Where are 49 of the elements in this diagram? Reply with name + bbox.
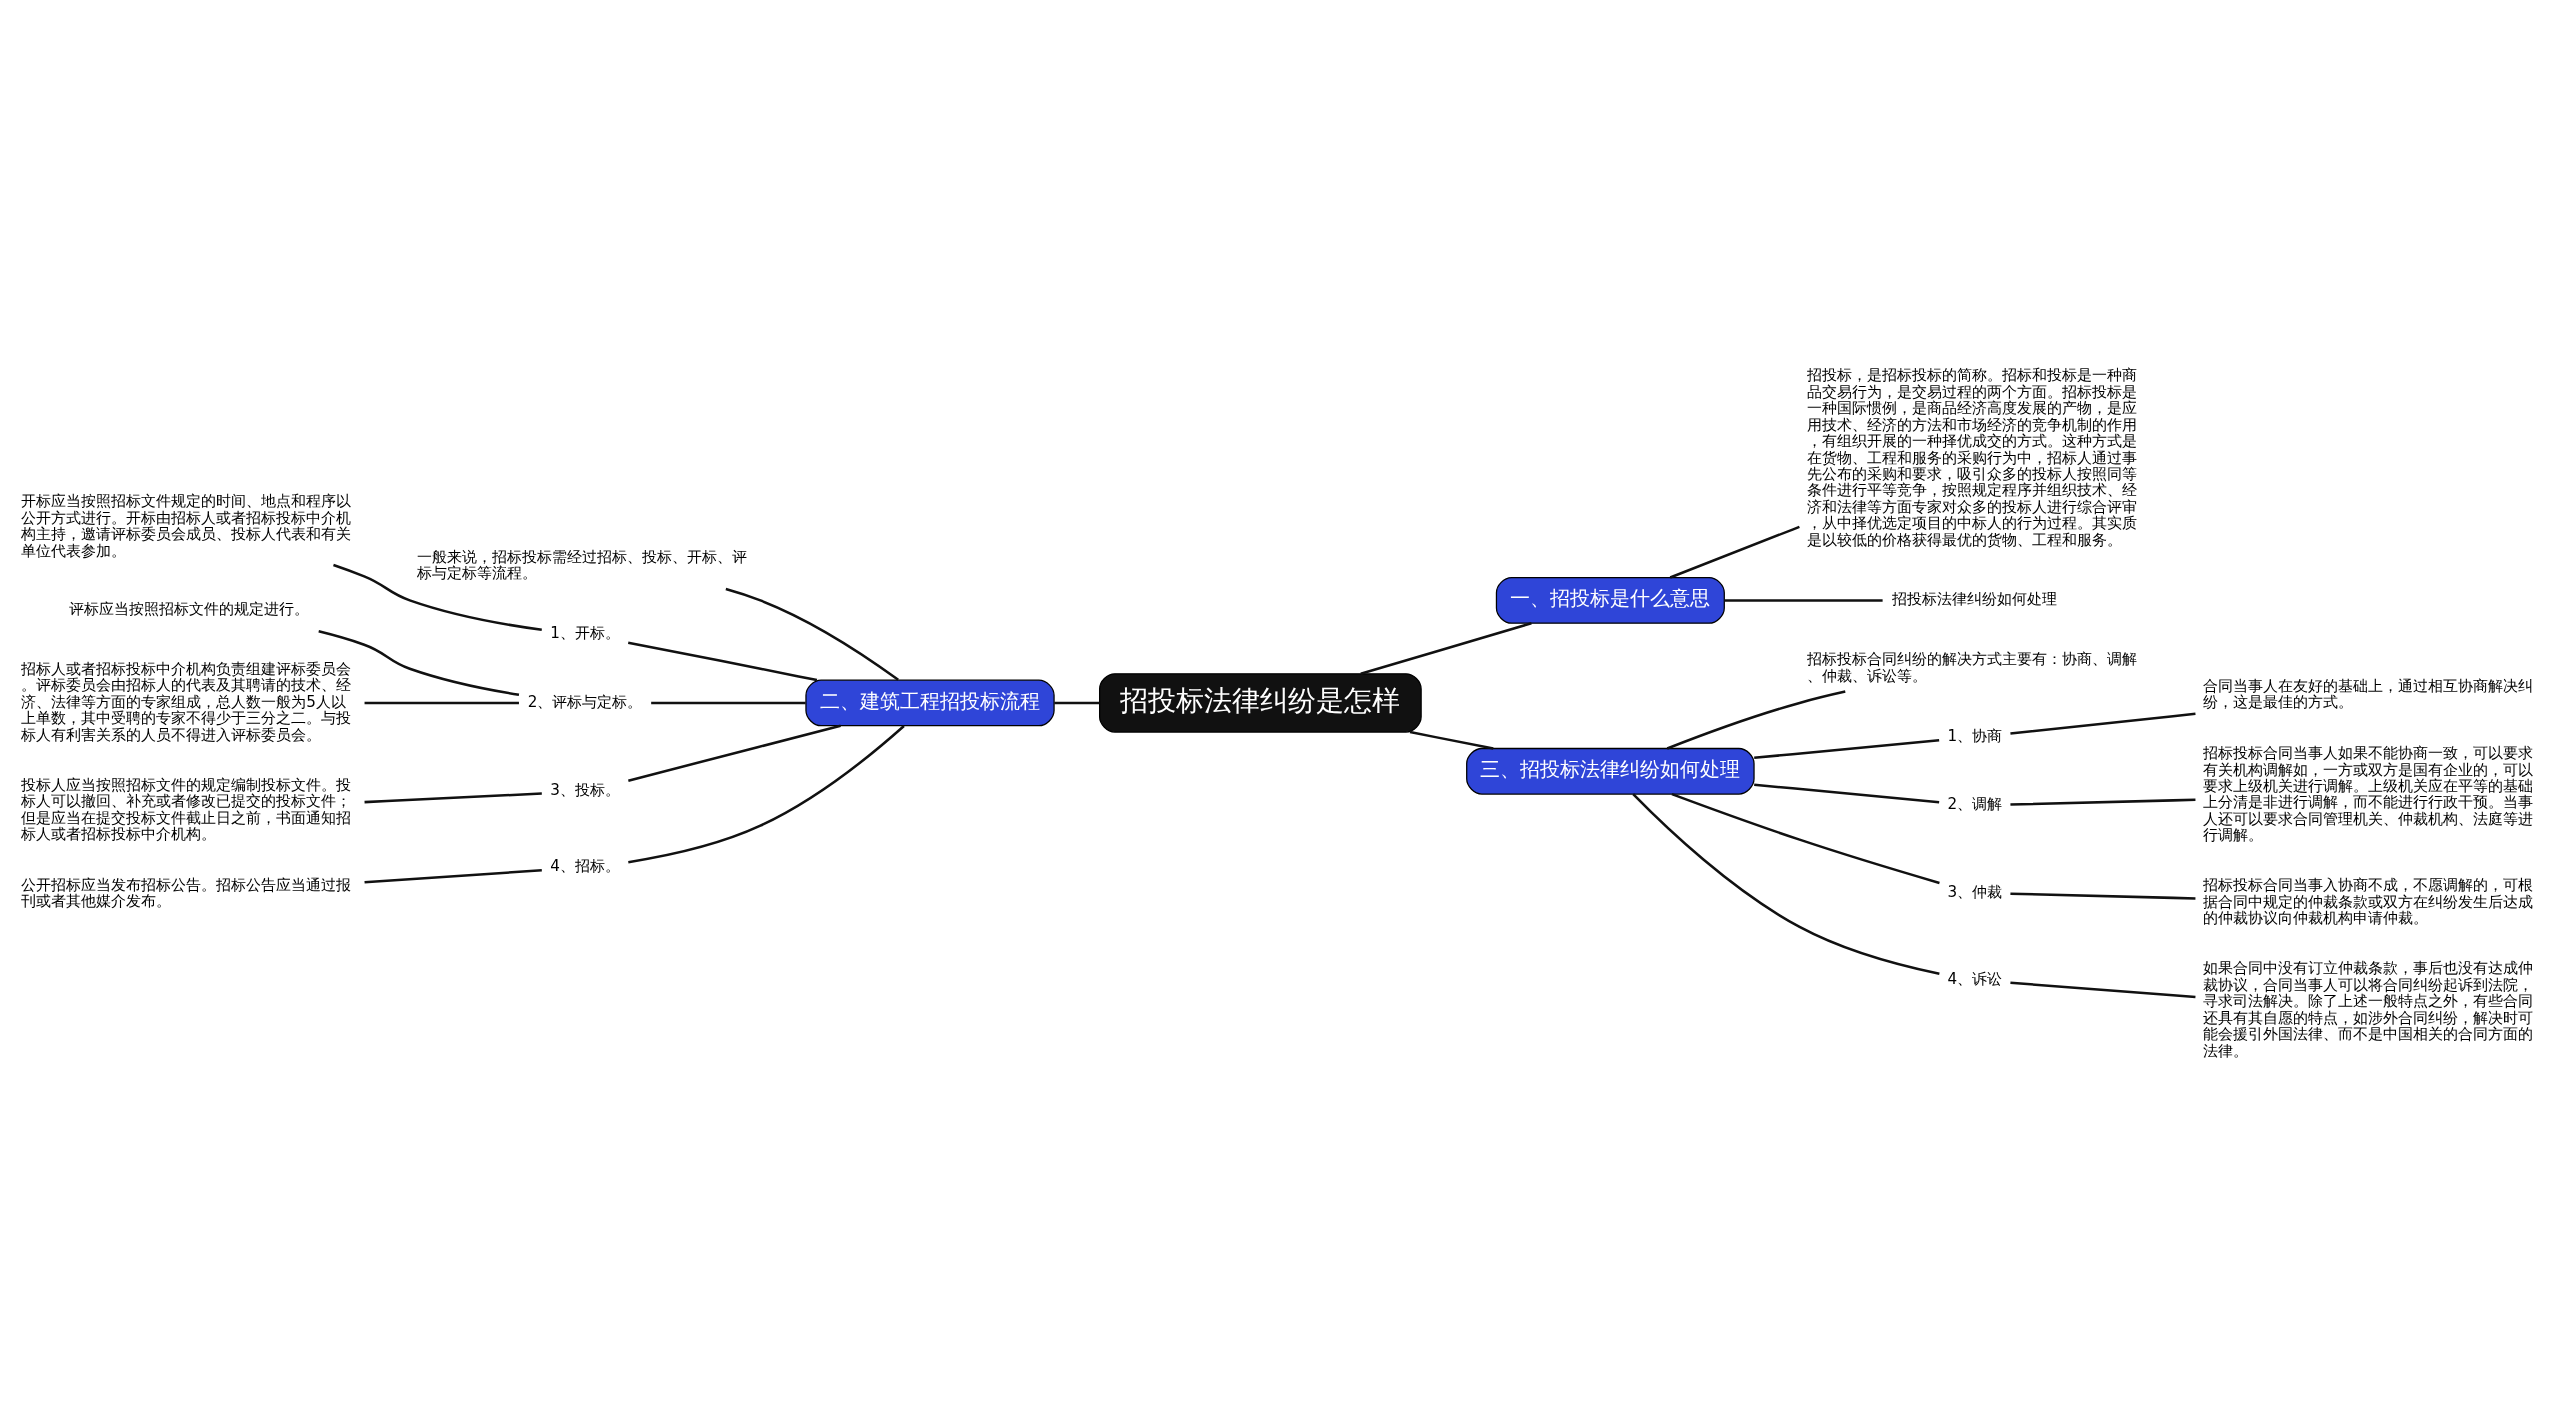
connector (627, 640, 818, 681)
connector (1724, 598, 1883, 602)
node-text: 招投标，是招标投标的简称。招标和投标是一种商品交易行为，是交易过程的两个方面。招标投标是一种国际惯例，是商品经济高度发展的产物，是应用技术、经济的方法和市场经济的竞争机制的作用，有组织开展的一种择优成交的方式。这种方式是在货物、工程和服务的采购行为中，招标人通过事先公布的采购和要求，吸引众多的投标人按照同等条件进行平等竞争，按照规定程序并组织技术、经济和法律等方面专家对众多的投标人进行综合评审，从中择优选定项目的中标人的行为过程。其实质是以较低的价格获得最优的货物、工程和服务。 (1807, 365, 2138, 549)
node-text: 招标投标合同当事人如果不能协商一致，可以要求有关机构调解如，一方或双方是国有企业的，可以要求上级机关进行调解。上级机关应在平等的基础上分清是非进行调解，而不能进行行政干预。当事人还可以要求合同管理机关、仲裁机构、法庭等进行调解。 (2203, 743, 2534, 844)
connector (1632, 792, 1940, 975)
node-text: 招标人或者招标投标中介机构负责组建评标委员会。评标委员会由招标人的代表及其聘请的技术、经济、法律等方面的专家组成，总人数一般为5人以上单数，其中受聘的专家不得少于三分之二。与投标人有利害关系的人员不得进入评标委员会。 (21, 659, 352, 744)
node-text: 招标投标合同纠纷的解决方式主要有：协商、调解、仲裁、诉讼等。 (1807, 649, 2138, 685)
node-text: 4、招标。 (550, 856, 620, 875)
connector (1409, 730, 1494, 750)
node-text: 3、仲裁 (1947, 882, 2003, 901)
connector (628, 724, 905, 863)
connector (1054, 701, 1100, 704)
node-text: 投标人应当按照招标文件的规定编制投标文件。投标人可以撤回、补充或者修改已提交的投标文件；但是应当在提交投标文件截止日之前，书面通知招标人或者招标投标中介机构。 (21, 775, 352, 843)
connector (364, 791, 542, 803)
connector (2010, 798, 2196, 806)
connector (364, 701, 519, 704)
node-text: 3、投标。 (550, 780, 620, 799)
node-box: 三、招投标法律纠纷如何处理 (1466, 747, 1755, 795)
node-text: 2、调解 (1947, 794, 2003, 813)
connector (651, 701, 806, 704)
connector (318, 629, 520, 696)
connector (364, 868, 542, 884)
node-box: 一、招投标是什么意思 (1495, 576, 1725, 624)
node-text: 公开招标应当发布招标公告。招标公告应当通过报刊或者其他媒介发布。 (21, 875, 352, 910)
node-text: 1、开标。 (550, 624, 620, 642)
node-text: 4、诉讼 (1947, 969, 2003, 988)
connector (2010, 712, 2196, 735)
node-text: 2、评标与定标。 (527, 692, 643, 711)
node-text: 1、协商 (1947, 726, 2003, 745)
node-text: 一般来说，招标投标需经过招标、投标、开标、评标与定标等流程。 (417, 547, 748, 582)
node-text: 如果合同中没有订立仲裁条款，事后也没有达成仲裁协议，合同当事人可以将合同纠纷起诉到法院，寻求司法解决。除了上述一般特点之外，有些合同还具有其自愿的特点，如涉外合同纠纷，解决时可能会援引外国法律、而不是中国相关的合同方面的法律。 (2203, 958, 2534, 1060)
node-box: 招投标法律纠纷是怎样 (1099, 672, 1422, 733)
connector (1669, 525, 1800, 579)
node-text: 评标应当按照招标文件的规定进行。 (68, 599, 309, 618)
connector (1754, 738, 1940, 759)
node-text: 开标应当按照招标文件规定的时间、地点和程序以公开方式进行。开标由招标人或者招标投标中介机构主持，邀请评标委员会成员、投标人代表和有关单位代表参加。 (21, 491, 352, 560)
connector (333, 563, 542, 631)
connector (2010, 891, 2196, 900)
node-text: 合同当事人在友好的基础上，通过相互协商解决纠纷，这是最佳的方式。 (2203, 676, 2534, 711)
connector (1671, 792, 1940, 884)
connector (628, 724, 841, 782)
connector (1754, 782, 1940, 803)
node-box: 二、建筑工程招投标流程 (805, 679, 1055, 726)
connector (2010, 981, 2196, 998)
connector (1666, 689, 1846, 750)
connector (1360, 621, 1532, 675)
node-text: 招标投标合同当事入协商不成，不愿调解的，可根据合同中规定的仲裁条款或双方在纠纷发生后达成的仲裁协议向仲裁机构申请仲裁。 (2203, 875, 2534, 927)
connector (725, 587, 899, 681)
node-text: 招投标法律纠纷如何处理 (1892, 589, 2058, 608)
